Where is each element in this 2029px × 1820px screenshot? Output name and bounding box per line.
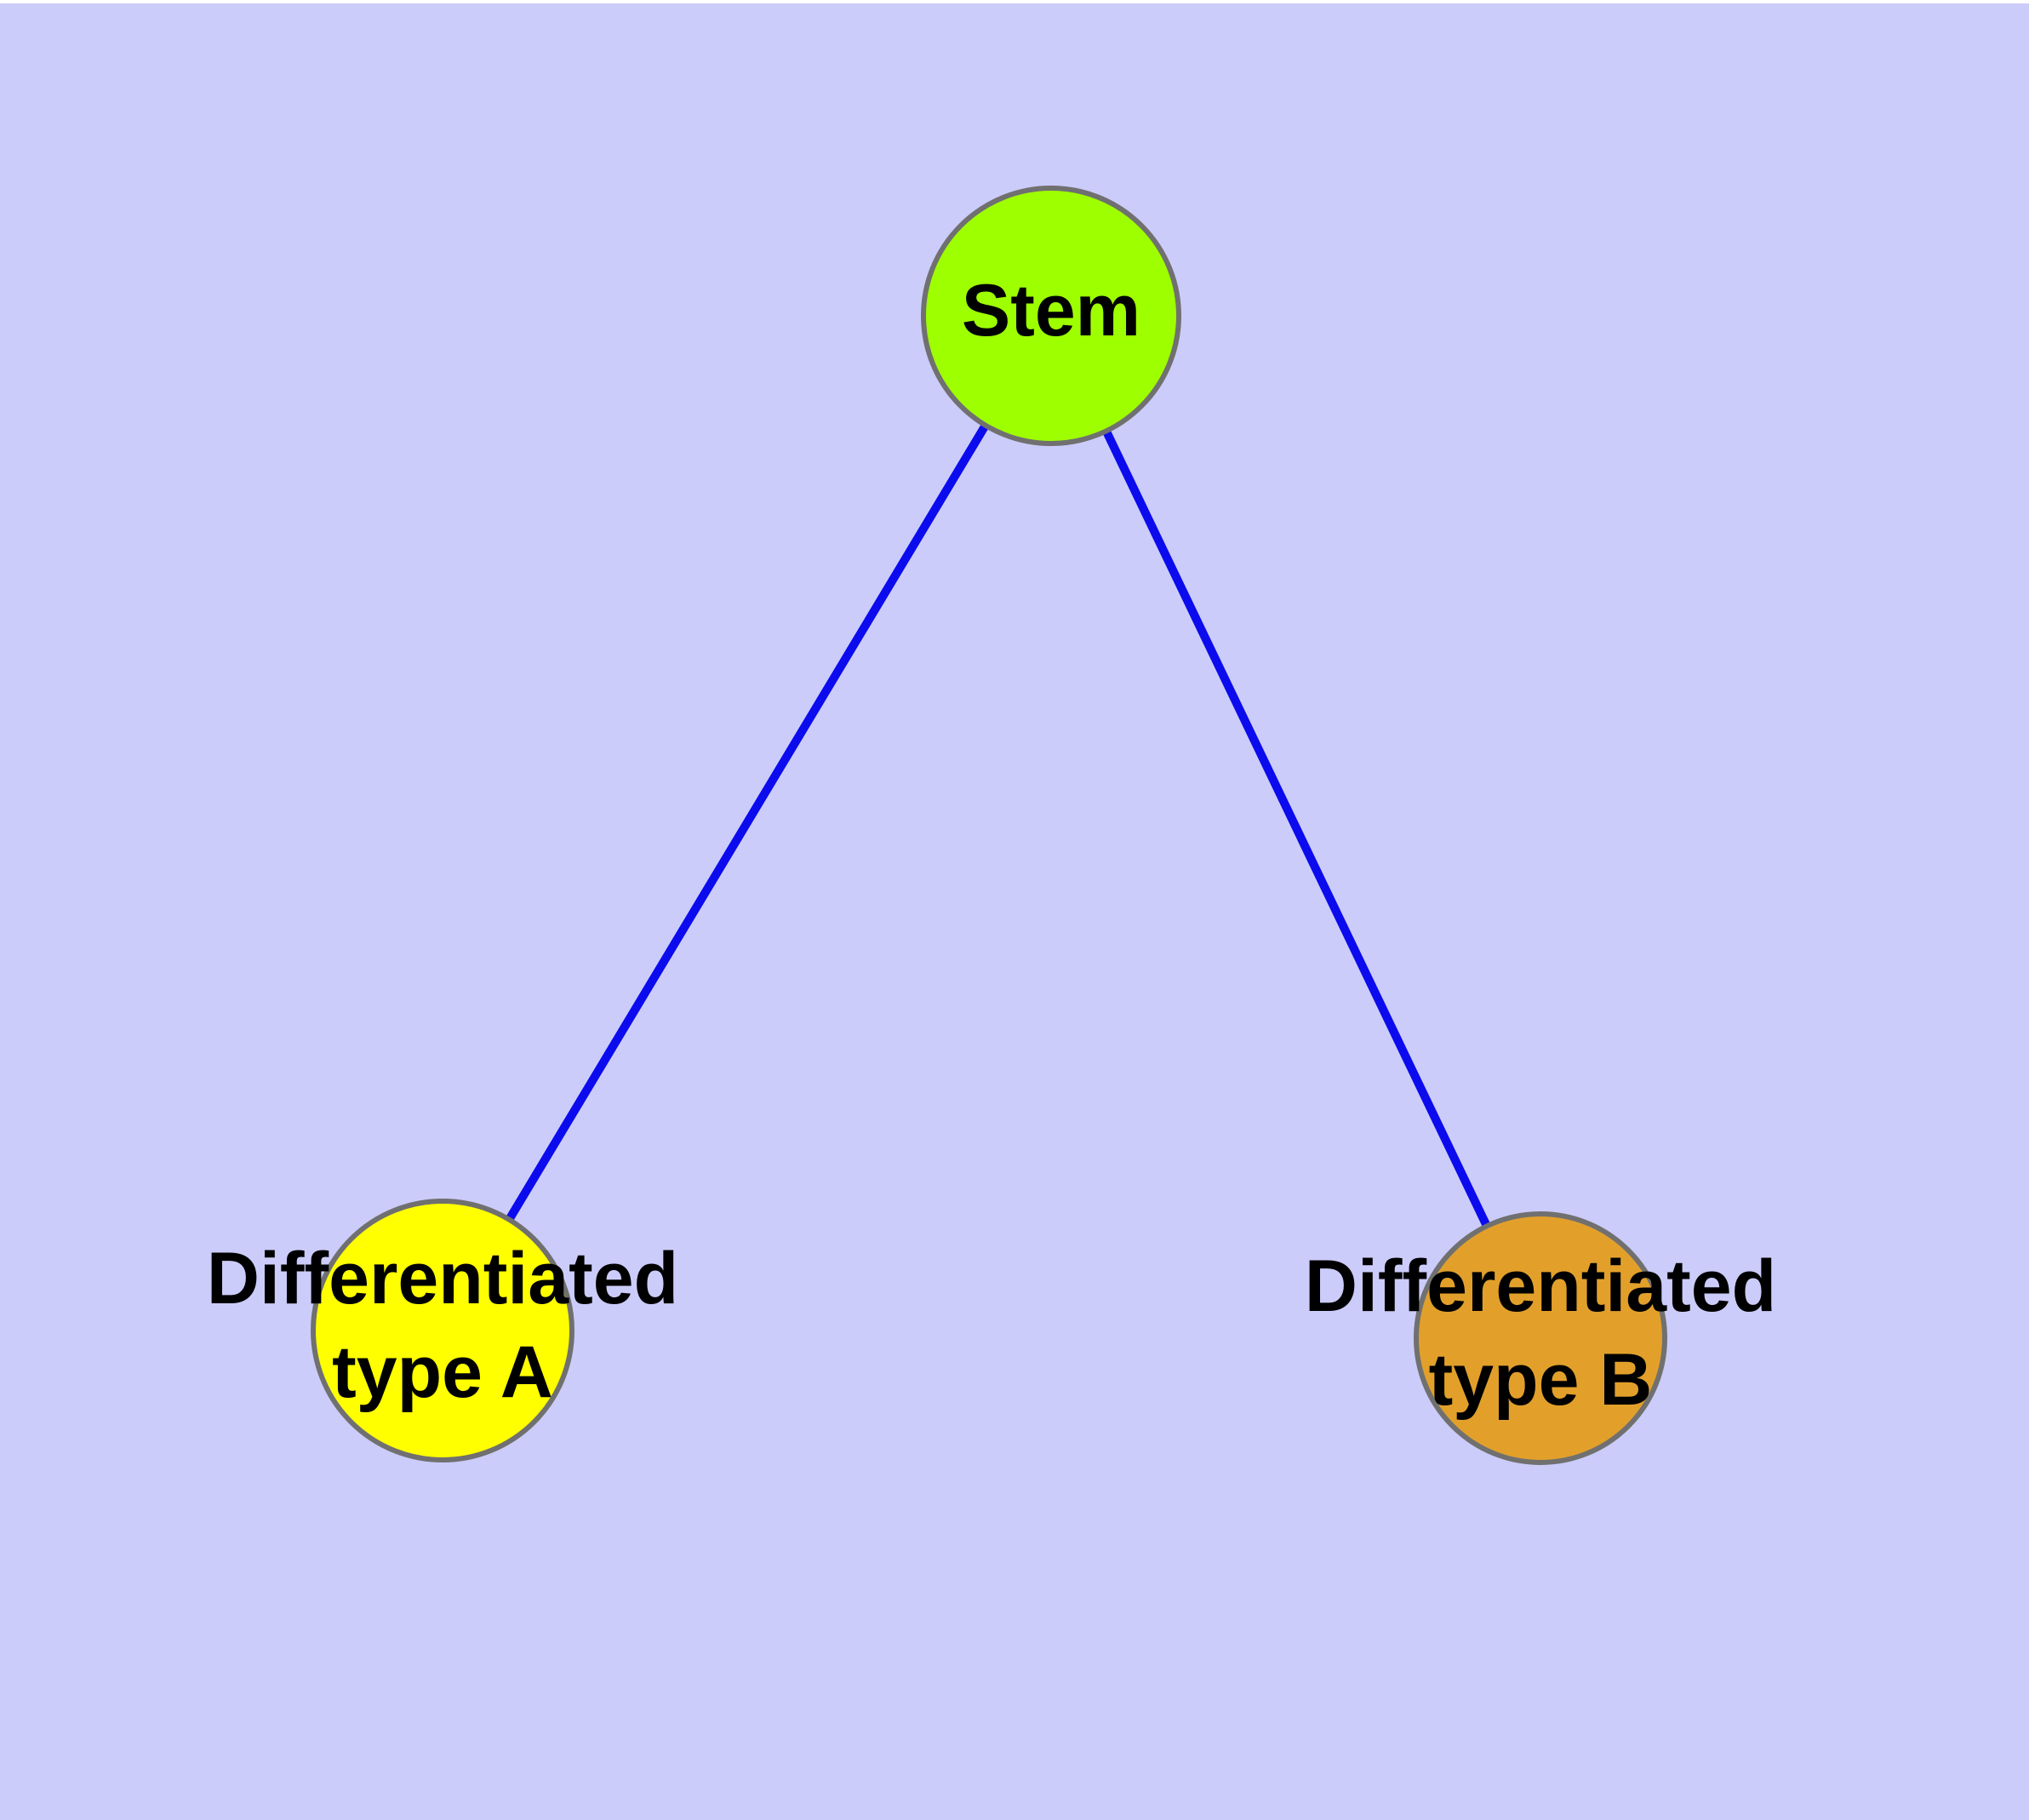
edge-stem-to-differentiated-type-b[interactable] — [1080, 383, 1512, 1273]
node-stem[interactable]: Stem — [921, 186, 1181, 446]
node-stem-label: Stem — [962, 270, 1140, 352]
edge-stem-to-differentiated-type-a[interactable] — [478, 379, 1015, 1267]
node-stem-circle[interactable] — [921, 186, 1181, 446]
node-differentiated-type-b-circle[interactable] — [1414, 1211, 1667, 1465]
node-differentiated-type-a-circle[interactable] — [311, 1199, 574, 1462]
edge-layer — [478, 379, 1512, 1273]
